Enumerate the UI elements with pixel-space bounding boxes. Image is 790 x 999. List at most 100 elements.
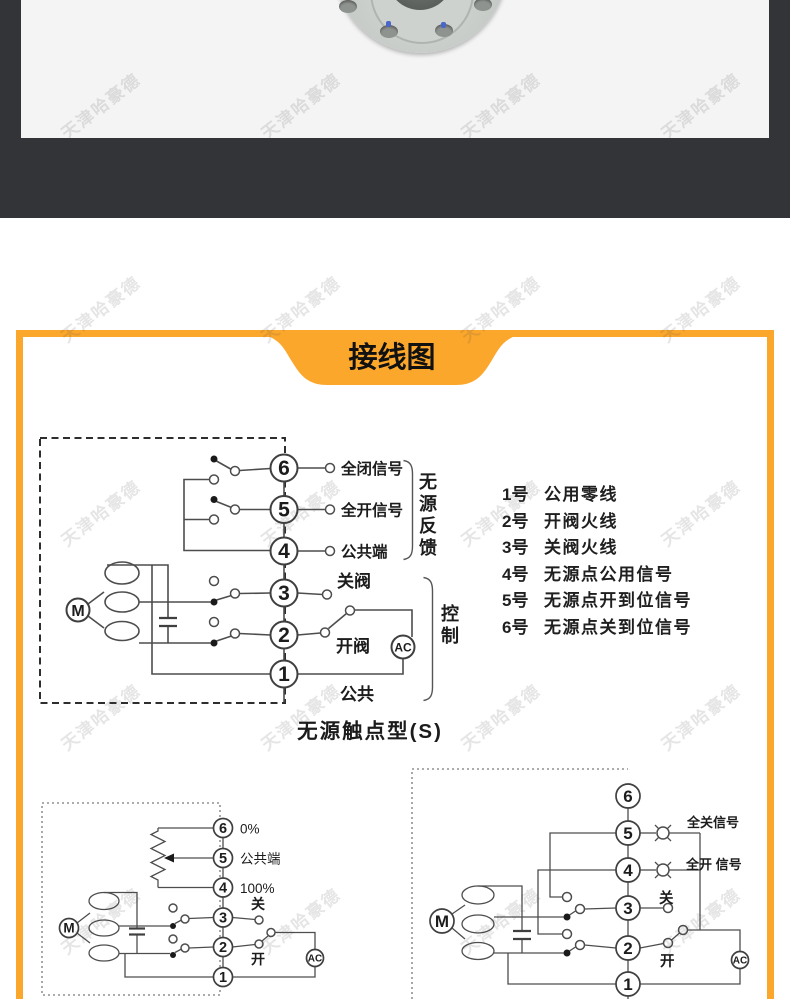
motor-coil — [88, 891, 120, 962]
page-title: 接线图 — [348, 341, 435, 374]
potentiometer-arrow — [164, 853, 174, 863]
diagram-caption: 无源触点型(S) — [297, 720, 443, 743]
contact-points — [561, 826, 689, 957]
terminal-6 — [269, 453, 299, 483]
terminal-4 — [269, 536, 299, 566]
terminal-blocks: 6 5 4 3 2 1 — [615, 783, 641, 997]
motor-symbol — [58, 917, 80, 939]
terminal-2-number: 2 — [623, 939, 632, 958]
ac-power-symbol — [730, 950, 750, 970]
bolt-hole — [380, 25, 398, 38]
terminal-1 — [212, 966, 234, 988]
terminal-3-label: 关阀 — [337, 571, 371, 591]
enclosure-dotted — [411, 768, 628, 999]
motor-label: M — [71, 603, 84, 620]
dark-separator-band — [0, 138, 790, 218]
terminal-5-label: 全关信号 — [686, 815, 739, 830]
terminal-1-label: 公共 — [340, 685, 374, 704]
motor-coil — [461, 885, 495, 961]
legend-row: 3号 关阀火线 — [502, 535, 692, 562]
terminal-3 — [212, 907, 234, 928]
diagram-main: 6 5 4 3 2 1 M AC 全闭信号 全开信号 公共端 关阀 开阀 公共 — [39, 437, 434, 704]
legend-terminal-number: 3号 — [502, 538, 529, 558]
terminal-3-label: 关 — [659, 889, 674, 907]
legend-terminal-number: 6号 — [502, 617, 529, 637]
motor-label: M — [435, 912, 449, 931]
terminal-5-label: 全开信号 — [340, 501, 403, 520]
terminal-4-label: 100% — [240, 881, 275, 896]
terminal-2-label: 开 — [660, 953, 675, 970]
ac-power-label: AC — [733, 956, 747, 967]
terminal-1 — [269, 659, 299, 689]
feedback-bracket-label: 无源反馈 — [417, 472, 437, 560]
terminal-3 — [269, 578, 299, 608]
terminal-5-number: 5 — [219, 851, 227, 867]
terminal-5 — [269, 495, 299, 524]
wiring — [451, 784, 741, 999]
terminal-5-label: 公共端 — [240, 852, 281, 867]
terminal-2-number: 2 — [219, 940, 227, 956]
terminal-6 — [615, 783, 641, 809]
terminal-4-number: 4 — [278, 540, 290, 563]
terminal-2-number: 2 — [278, 624, 290, 647]
photo-left-border — [0, 0, 21, 138]
terminal-6 — [212, 817, 234, 839]
tab-shape — [250, 330, 533, 385]
section-title-tab: 接线图 — [250, 330, 533, 385]
photo-right-border — [769, 0, 790, 138]
terminal-1-number: 1 — [623, 975, 632, 994]
wiring-panel — [16, 330, 774, 999]
terminal-2-label: 开阀 — [336, 636, 370, 656]
legend-row: 1号 公用零线 — [502, 482, 692, 509]
open-signal-lamp — [656, 863, 670, 877]
flange-center-bore — [387, 0, 453, 10]
legend-row: 5号 无源点开到位信号 — [502, 588, 692, 615]
terminal-6-label: 全闭信号 — [340, 459, 403, 478]
legend-terminal-number: 5号 — [502, 591, 529, 611]
terminal-blocks: 6 5 4 3 2 1 — [212, 817, 234, 988]
bolt-hole — [474, 0, 492, 11]
terminal-4-label: 公共端 — [341, 542, 388, 561]
terminal-2 — [212, 936, 234, 958]
ac-power-symbol — [305, 948, 325, 968]
terminal-6-number: 6 — [623, 787, 632, 806]
terminal-2-label: 开 — [251, 951, 265, 967]
terminal-4-label: 全开 信号 — [685, 857, 742, 872]
actuator-enclosure-dashed — [39, 437, 286, 704]
control-bracket-label: 控制 — [439, 604, 459, 648]
terminal-1 — [615, 971, 641, 997]
terminal-1-number: 1 — [278, 663, 290, 686]
terminal-5-number: 5 — [623, 824, 632, 843]
diagram-bottom-left: 6 5 4 3 2 1 M AC 0% 公共端 100% 关 开 — [41, 802, 325, 996]
motor-symbol — [65, 597, 91, 623]
legend-terminal-desc: 无源点开到位信号 — [544, 591, 692, 611]
legend-terminal-number: 2号 — [502, 511, 529, 531]
legend-terminal-desc: 无源点关到位信号 — [544, 617, 692, 637]
terminal-5 — [212, 847, 234, 869]
legend-terminal-desc: 公用零线 — [544, 485, 618, 504]
feedback-bracket — [403, 459, 414, 561]
contact-points — [208, 455, 356, 647]
terminal-4-number: 4 — [623, 861, 633, 880]
terminal-5-number: 5 — [278, 499, 290, 522]
product-photo-strip — [0, 0, 790, 138]
terminal-3 — [615, 895, 641, 921]
contact-points — [168, 903, 276, 958]
terminal-2 — [269, 620, 299, 650]
terminal-3-number: 3 — [278, 582, 290, 605]
blue-screw-mark — [386, 21, 391, 27]
ac-power-label: AC — [308, 954, 322, 965]
terminal-6-label: 0% — [240, 822, 260, 837]
terminal-blocks: 6 5 4 3 2 1 — [269, 453, 299, 689]
terminal-4 — [615, 857, 641, 883]
legend-terminal-desc: 开阀火线 — [544, 511, 618, 531]
motor-symbol — [429, 908, 455, 934]
enclosure-dotted — [41, 802, 221, 996]
wiring — [76, 818, 316, 987]
terminal-5 — [615, 820, 641, 846]
legend-terminal-number: 4号 — [502, 564, 529, 584]
terminal-3-number: 3 — [623, 899, 632, 918]
bolt-hole — [435, 24, 453, 37]
terminal-4-number: 4 — [219, 881, 227, 897]
